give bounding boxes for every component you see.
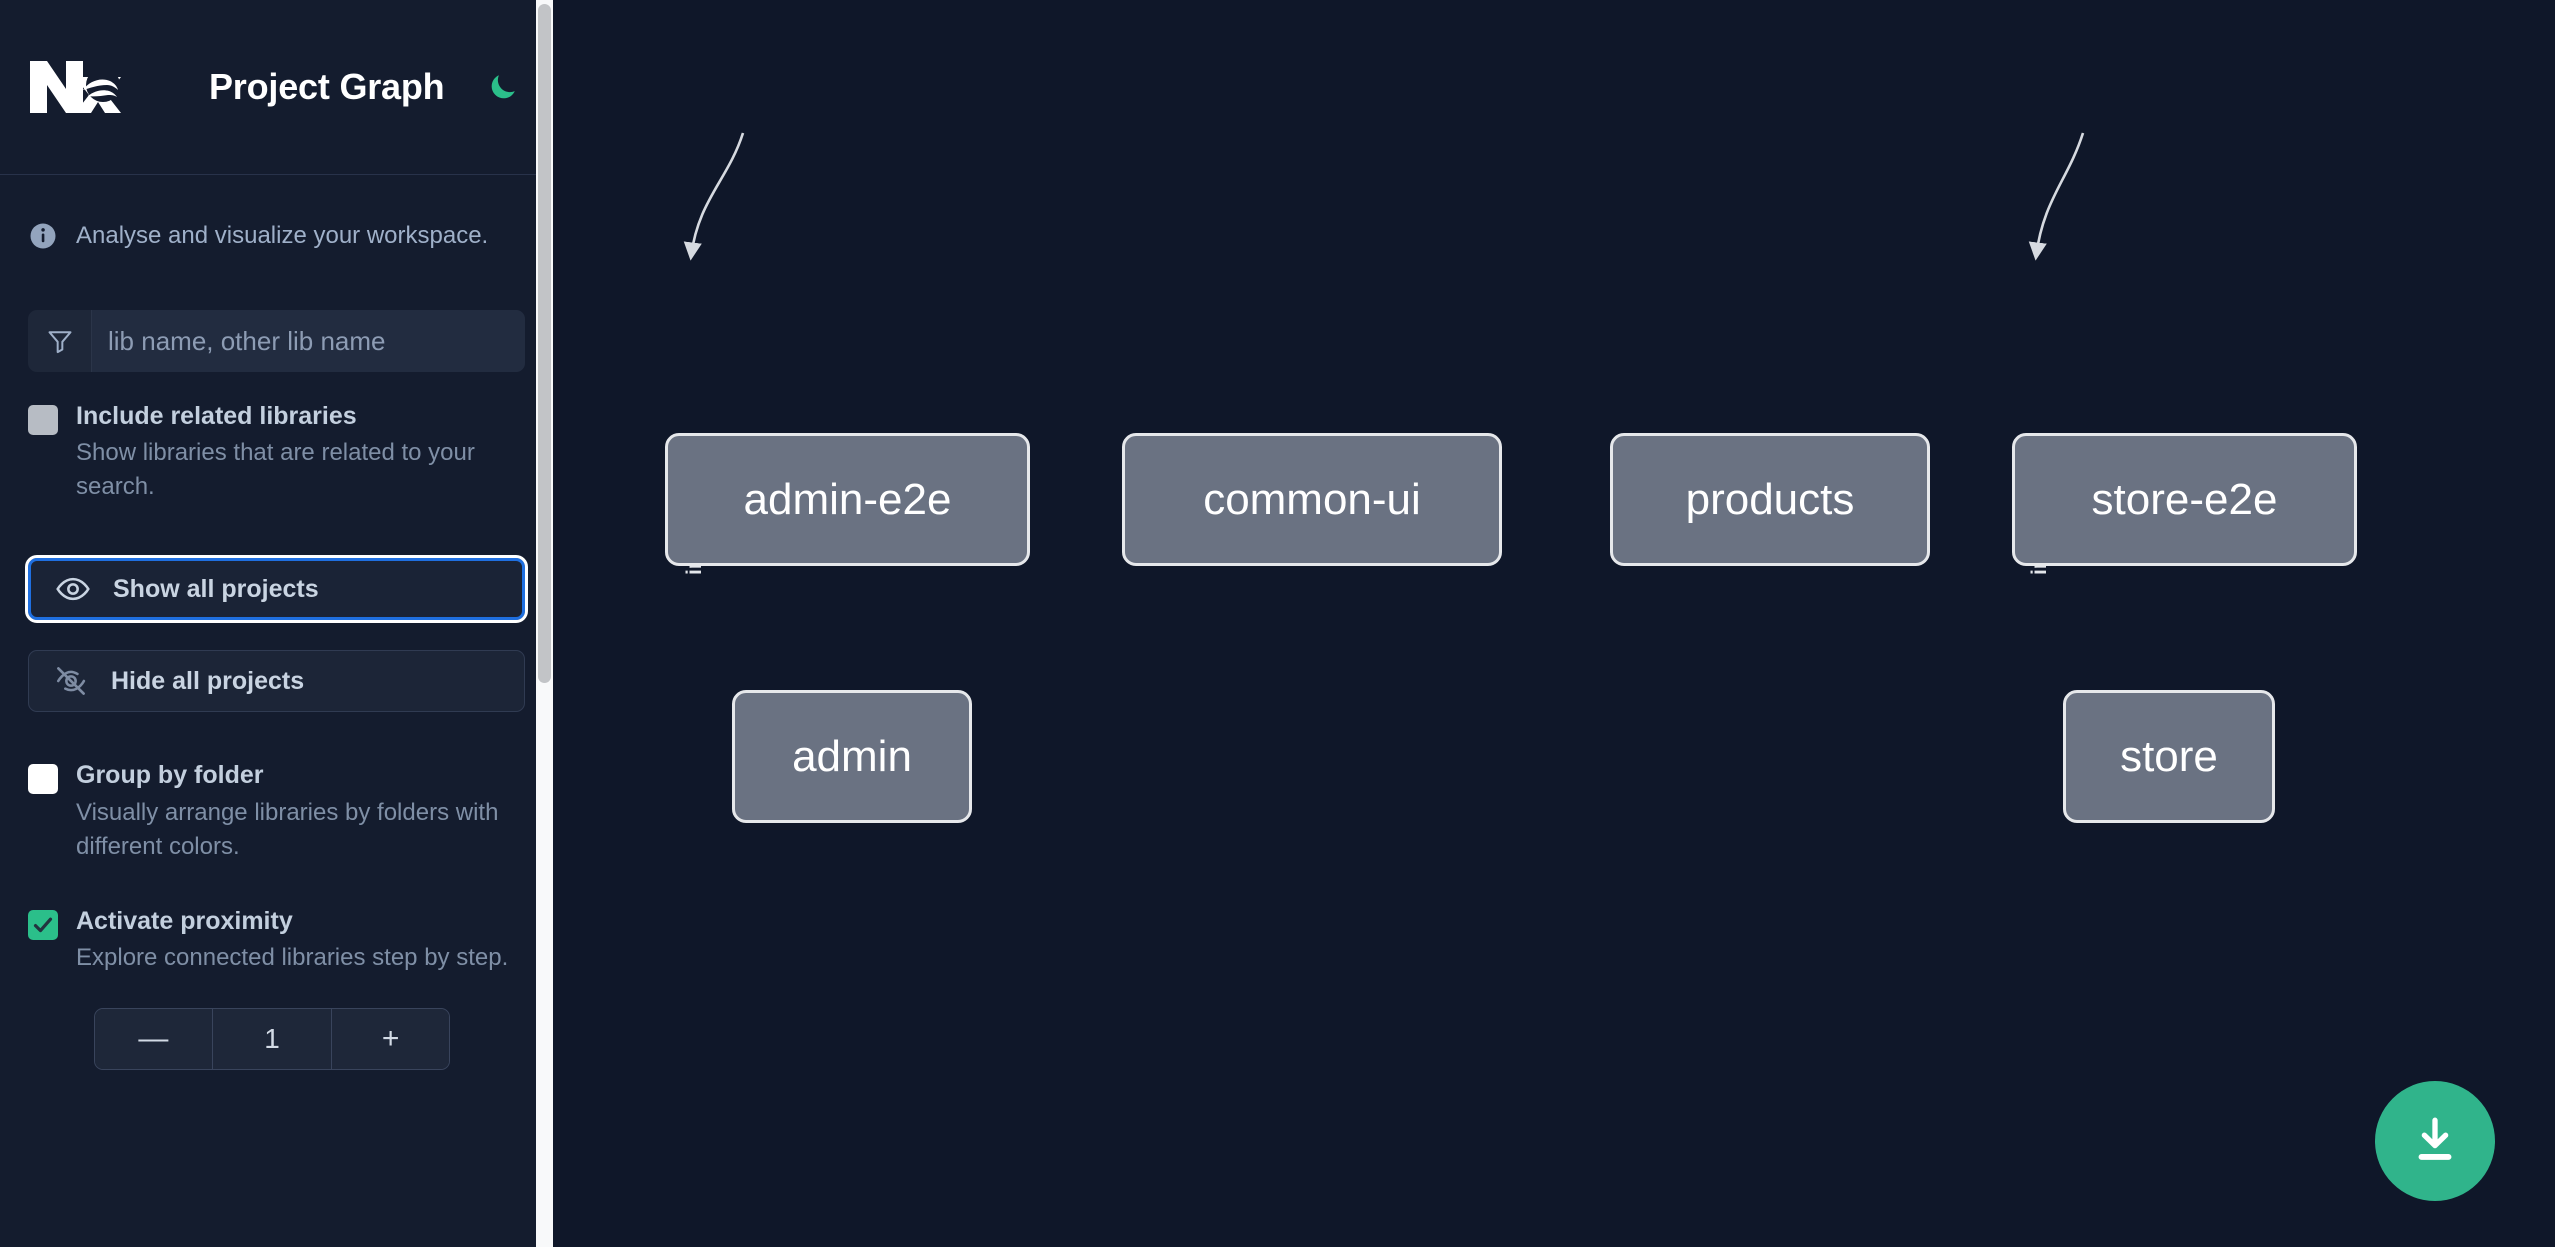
moon-icon[interactable] (480, 64, 526, 110)
info-banner: Analyse and visualize your workspace. (28, 175, 525, 251)
group-by-folder-checkbox[interactable] (28, 764, 58, 795)
sidebar-header: Project Graph (0, 0, 553, 175)
sidebar-scrollbar-track[interactable] (536, 0, 553, 1247)
sidebar: Project Graph Analyse and visualize your… (0, 0, 553, 1247)
edge-admin-e2e-to-admin (683, 132, 745, 261)
proximity-value: 1 (211, 1009, 333, 1070)
info-icon (28, 221, 58, 251)
proximity-decrement-button[interactable]: — (95, 1009, 212, 1070)
activate-proximity-checkbox[interactable] (28, 909, 58, 940)
download-graph-button[interactable] (2375, 1081, 2495, 1201)
filter-box[interactable] (28, 310, 525, 372)
graph-node-common-ui[interactable]: common-ui (1122, 433, 1502, 566)
edge-store-e2e-to-store (2028, 132, 2085, 261)
option-include-related-libraries[interactable]: Include related libraries Show libraries… (28, 401, 525, 504)
proximity-stepper[interactable]: — 1 + (94, 1008, 450, 1071)
graph-node-admin-e2e[interactable]: admin-e2e (665, 433, 1030, 566)
page-title: Project Graph (209, 66, 445, 107)
sidebar-scrollbar-thumb[interactable] (538, 4, 551, 683)
eye-off-icon (53, 663, 89, 699)
proximity-increment-button[interactable]: + (332, 1009, 449, 1070)
download-icon (2406, 1112, 2464, 1170)
hide-all-projects-button[interactable]: Hide all projects (28, 650, 525, 713)
include-related-libraries-description: Show libraries that are related to your … (76, 439, 475, 501)
search-input[interactable] (92, 310, 525, 372)
nx-logo-icon (28, 57, 121, 117)
show-all-projects-label: Show all projects (113, 574, 319, 603)
hide-all-projects-label: Hide all projects (111, 666, 305, 695)
group-by-folder-description: Visually arrange libraries by folders wi… (76, 798, 499, 860)
eye-icon (55, 571, 91, 607)
show-all-projects-button[interactable]: Show all projects (25, 555, 528, 624)
sidebar-body: Analyse and visualize your workspace. In… (0, 175, 553, 1071)
graph-node-products[interactable]: products (1610, 433, 1930, 566)
include-related-libraries-checkbox[interactable] (28, 405, 58, 435)
graph-node-store[interactable]: store (2063, 690, 2275, 823)
graph-canvas[interactable]: implicit implicit admin-e2e common-ui pr… (553, 0, 2555, 1247)
graph-node-admin[interactable]: admin (732, 690, 972, 823)
option-activate-proximity[interactable]: Activate proximity Explore connected lib… (28, 906, 525, 975)
group-by-folder-label: Group by folder (76, 761, 264, 790)
graph-node-store-e2e[interactable]: store-e2e (2012, 433, 2357, 566)
info-text: Analyse and visualize your workspace. (76, 222, 489, 249)
activate-proximity-description: Explore connected libraries step by step… (76, 944, 509, 972)
funnel-icon (28, 310, 92, 372)
option-group-by-folder[interactable]: Group by folder Visually arrange librari… (28, 760, 525, 863)
graph-edges-layer (683, 132, 2085, 261)
include-related-libraries-label: Include related libraries (76, 402, 357, 430)
activate-proximity-label: Activate proximity (76, 906, 293, 935)
